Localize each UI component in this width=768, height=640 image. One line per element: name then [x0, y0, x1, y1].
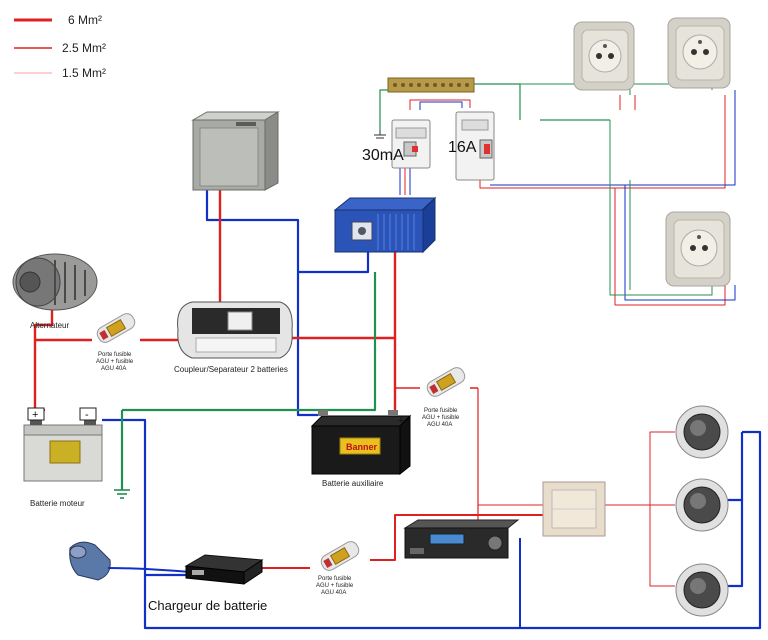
fuse-holder-icon-3	[320, 541, 360, 571]
wire-ac-live	[409, 99, 471, 110]
socket-icon-2	[667, 17, 731, 89]
plus-symbol: +	[32, 409, 38, 421]
wire-ac-neutral	[419, 101, 463, 110]
wire-positive-lamps	[605, 431, 675, 587]
inverter-icon	[333, 196, 437, 254]
wire-ac-breaker-inverter	[399, 165, 411, 195]
engine-battery-icon	[23, 419, 103, 482]
wire-positive-alternator	[33, 300, 54, 410]
battery-brand-label: Banner	[346, 442, 378, 452]
legend-label-2-5mm: 2.5 Mm²	[62, 41, 106, 55]
wire-socket-blue	[490, 90, 736, 301]
charger-label: Chargeur de batterie	[148, 598, 267, 613]
coupler-icon	[177, 301, 293, 359]
legend: 6 Mm² 2.5 Mm² 1.5 Mm²	[14, 13, 106, 80]
earth-bus-bar	[387, 77, 475, 93]
alternator-icon	[12, 253, 98, 311]
breaker-16a	[455, 111, 495, 181]
engine-battery-label: Batterie moteur	[30, 499, 85, 508]
fuse-holder-icon-2	[426, 367, 466, 397]
ground-icon	[114, 489, 130, 499]
fuse-holder-icon-1	[96, 313, 136, 343]
fuse-holder-1-line1: Porte fusible	[98, 352, 132, 358]
aux-battery-label: Batterie auxiliaire	[322, 479, 384, 488]
legend-label-1-5mm: 1.5 Mm²	[62, 66, 106, 80]
fuse-holder-1-line3: AGU 40A	[101, 366, 126, 372]
breaker-30ma	[391, 119, 431, 169]
alternator-label: Alternateur	[30, 321, 69, 330]
mains-plug-icon	[69, 541, 191, 581]
coupler-label: Coupleur/Separateur 2 batteries	[174, 365, 288, 374]
wire-positive-coupler-aux	[290, 336, 397, 420]
wires	[33, 83, 762, 630]
minus-symbol: -	[85, 409, 89, 421]
wire-earth-main	[120, 272, 377, 490]
ceiling-light-icon-3	[675, 563, 729, 617]
aux-battery-icon: Banner	[310, 410, 412, 476]
fuse-holder-2-line2: AGU + fusible	[422, 415, 460, 421]
ground-icon-ac	[374, 130, 386, 139]
socket-icon-1	[573, 21, 635, 91]
wire-negative-freezer	[205, 190, 318, 417]
ceiling-light-icon-2	[675, 478, 729, 532]
engine-battery-plus-terminal: +	[27, 407, 45, 421]
fuse-holder-1-line2: AGU + fusible	[96, 359, 134, 365]
breaker-30ma-label: 30mA	[362, 147, 404, 164]
legend-label-6mm: 6 Mm²	[68, 13, 102, 27]
fridge-icon	[191, 111, 280, 191]
aux-battery-plus-label: +	[398, 415, 404, 427]
fuse-holder-3-line1: Porte fusible	[318, 576, 352, 582]
fuse-holder-2-line1: Porte fusible	[424, 408, 458, 414]
socket-icon-3	[665, 211, 731, 287]
fuse-holder-3-line2: AGU + fusible	[316, 583, 354, 589]
breaker-16a-label: 16A	[448, 139, 477, 156]
light-switch-icon	[542, 481, 606, 537]
wire-negative-inverter	[298, 250, 370, 274]
wire-negative-main	[102, 418, 762, 630]
car-radio-icon	[403, 519, 520, 559]
wire-negative-lamps	[728, 432, 744, 588]
ceiling-light-icon-1	[675, 405, 729, 459]
fuse-holder-2-line3: AGU 40A	[427, 422, 452, 428]
wire-socket1-drops	[619, 95, 636, 110]
wire-socket-red	[479, 95, 726, 306]
wire-positive-fuse-radio	[477, 388, 488, 526]
fuse-holder-3-line3: AGU 40A	[321, 590, 346, 596]
battery-charger-icon	[184, 554, 264, 585]
engine-battery-minus-terminal: -	[79, 407, 97, 421]
